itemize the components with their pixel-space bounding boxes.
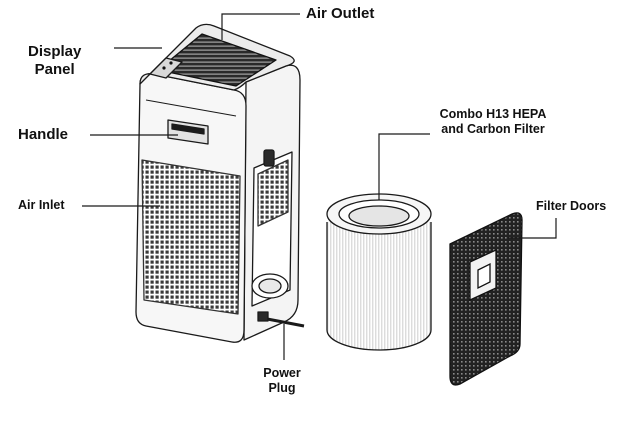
leader-air-outlet [221, 13, 300, 40]
leader-filter-doors [508, 218, 557, 239]
label-power-plug: Power Plug [252, 366, 312, 396]
label-filter-doors-text: Filter Doors [536, 199, 607, 213]
leader-combo-filter [378, 133, 430, 200]
label-air-outlet-text: Air Outlet [306, 5, 375, 22]
label-display-panel: Display Panel [28, 43, 81, 79]
door-frame [449, 212, 523, 386]
air-outlet-grille [157, 33, 277, 87]
front-trim [145, 99, 237, 117]
power-plug-socket [257, 311, 269, 322]
label-filter-doors: Filter Doors [536, 199, 606, 214]
display-panel-strip [149, 57, 183, 79]
label-combo-filter: Combo H13 HEPA and Carbon Filter [418, 107, 568, 137]
label-air-inlet: Air Inlet [18, 198, 65, 213]
power-cord [261, 316, 305, 328]
leader-lines [82, 13, 557, 360]
label-handle: Handle [18, 126, 68, 144]
handle-slot [171, 123, 205, 135]
label-power-plug-line-1: Power [263, 366, 301, 380]
display-button-2 [169, 61, 173, 65]
filter-body [326, 222, 432, 351]
filter-seat-inner [258, 278, 282, 294]
filter-core [348, 205, 410, 227]
door-latch [477, 262, 491, 290]
label-combo-filter-line-2: and Carbon Filter [441, 122, 545, 136]
side-inner-mesh [257, 159, 289, 227]
filter-door [449, 212, 523, 386]
air-inlet-mesh [141, 159, 241, 315]
side-latch [263, 149, 275, 167]
label-display-panel-line-2: Panel [34, 61, 75, 78]
label-display-panel-line-1: Display [28, 43, 82, 60]
display-button-1 [162, 66, 166, 70]
label-air-outlet: Air Outlet [306, 5, 374, 23]
combo-filter [326, 193, 432, 351]
label-handle-text: Handle [18, 126, 69, 143]
label-air-inlet-text: Air Inlet [18, 198, 65, 212]
label-power-plug-line-2: Plug [268, 381, 296, 395]
purifier-unit [135, 23, 305, 343]
label-combo-filter-line-1: Combo H13 HEPA [439, 107, 547, 121]
